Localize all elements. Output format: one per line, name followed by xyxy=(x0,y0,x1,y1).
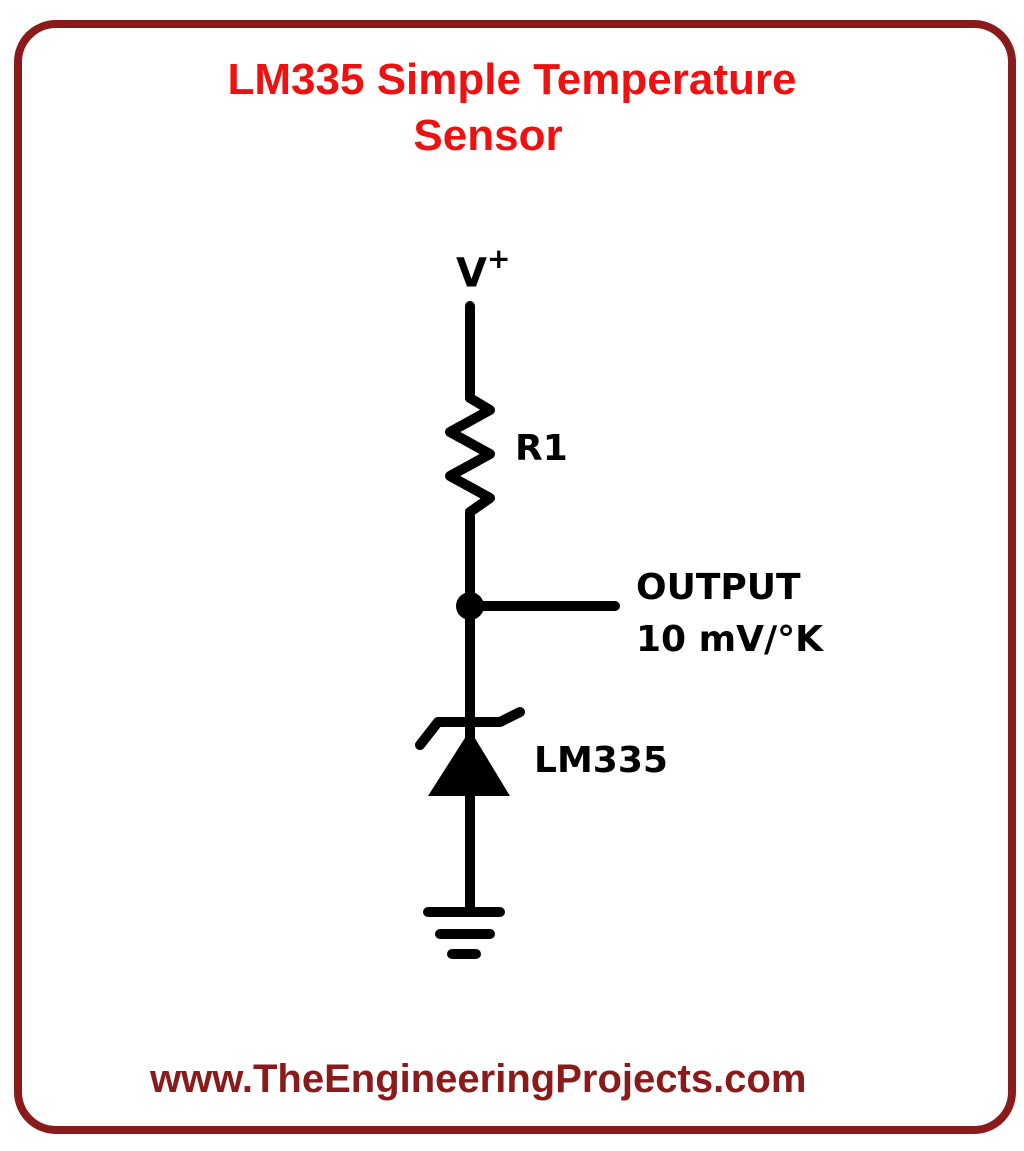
resistor-r1-symbol xyxy=(445,393,495,517)
junction-node xyxy=(456,592,484,620)
website-footer: www.TheEngineeringProjects.com xyxy=(150,1057,807,1101)
diagram-frame xyxy=(14,20,1016,1134)
resistor-label: R1 xyxy=(515,428,568,469)
title-line-2: Sensor xyxy=(413,111,563,160)
supply-superscript: + xyxy=(486,242,511,275)
supply-voltage-label: V+ xyxy=(456,242,511,297)
diagram-title: LM335 Simple Temperature Sensor xyxy=(0,52,1024,164)
output-label-text: OUTPUT xyxy=(636,567,801,608)
zener-cathode-bar xyxy=(415,707,525,750)
sensor-label: LM335 xyxy=(534,740,668,781)
output-scale-text: 10 mV/°K xyxy=(636,619,824,660)
title-line-1: LM335 Simple Temperature xyxy=(227,55,797,104)
output-label: OUTPUT 10 mV/°K xyxy=(636,562,823,666)
zener-diode-triangle xyxy=(428,730,510,796)
